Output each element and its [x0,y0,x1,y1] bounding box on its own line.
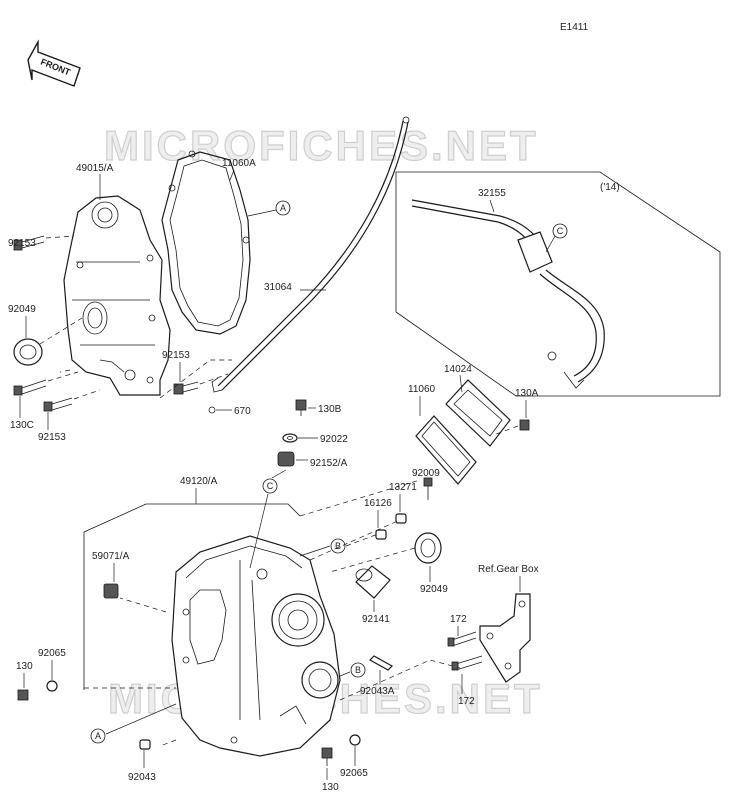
label-670: 670 [234,406,251,417]
svg-text:B: B [355,665,361,675]
svg-text:A: A [95,731,101,741]
gear-box-bracket [479,593,531,683]
bolt-130c [13,379,47,396]
pin-92043a [369,655,393,671]
pin-16126 [375,529,387,540]
callout-c-box: C [552,223,568,239]
cap-13271 [395,513,407,524]
label-92043: 92043 [128,772,156,783]
callout-a-lower: A [90,728,106,744]
label-11060a: 11060A [222,158,256,169]
label-172-bottom: 172 [458,696,475,707]
label-92153-bottom: 92153 [38,432,66,443]
svg-text:C: C [557,226,564,236]
label-59071a: 59071/A [92,551,130,562]
ref-gear-box-label: Ref.Gear Box [478,564,539,575]
stud-59071a [103,583,119,599]
bolt-92153-mid [173,381,199,395]
callout-b-upper: B [330,538,346,554]
crankcase-assembly-bracket [83,503,301,533]
callout-c-mid: C [262,478,278,494]
label-92049-bottom: 92049 [420,584,448,595]
plate-14024 [445,379,511,447]
stud-172-bottom [451,655,483,671]
label-92153-mid: 92153 [162,350,190,361]
year-variant-box [395,171,721,397]
washer-92022 [282,433,298,443]
label-92065-bottom: 92065 [340,768,368,779]
bolt-130-left [17,689,29,701]
oil-seal-92049-bottom [414,532,442,564]
tube-31064 [211,116,410,393]
label-130-left: 130 [16,661,33,672]
label-49015a: 49015/A [76,163,114,174]
label-92009: 92009 [412,468,440,479]
washer-92065-left [46,680,58,692]
oil-seal-92049-top [13,338,43,366]
o-ring-670 [208,406,216,414]
label-130b: 130B [318,404,342,415]
label-130a: 130A [515,388,539,399]
label-13271: 13271 [389,482,417,493]
label-130c: 130C [10,420,34,431]
label-172-top: 172 [450,614,467,625]
callout-a-top: A [275,200,291,216]
bolt-92153-bottom [43,397,73,412]
label-92141: 92141 [362,614,390,625]
watermark-top: MICROFICHES.NET [104,122,539,169]
bolt-130b [295,399,307,416]
label-92153-top: 92153 [8,238,36,249]
svg-text:B: B [335,541,341,551]
label-11060: 11060 [408,384,436,395]
label-31064: 31064 [264,282,292,293]
bolt-130a [519,419,530,431]
diagram-code: E1411 [560,22,589,33]
label-92022: 92022 [320,434,348,445]
label-92152a: 92152/A [310,458,348,469]
pin-92043 [139,739,151,750]
label-92043a: 92043A [360,686,395,697]
year-note: ('14) [600,182,620,193]
bolt-92153-top [13,235,45,251]
front-arrow-icon: FRONT [27,39,81,87]
label-16126: 16126 [364,498,392,509]
label-92065-left: 92065 [38,648,66,659]
stud-172-top [447,631,477,647]
gasket-11060a [161,150,251,335]
label-130-bottom: 130 [322,782,339,793]
washer-92065-bottom [349,734,361,746]
svg-text:C: C [267,481,274,491]
label-14024: 14024 [444,364,472,375]
label-92049-top: 92049 [8,304,36,315]
svg-text:A: A [280,203,286,213]
label-49120a: 49120/A [180,476,218,487]
callout-b-lower: B [350,662,366,678]
crankcase-49120a [171,535,341,757]
timing-cover-49015a [63,195,171,396]
gasket-11060 [415,415,477,485]
cap-92152a [277,451,295,467]
screw-92009 [423,477,433,500]
bushing-92141 [355,565,391,599]
bolt-130-bottom [321,747,333,766]
label-32155: 32155 [478,188,506,199]
tube-32155 [411,199,605,389]
